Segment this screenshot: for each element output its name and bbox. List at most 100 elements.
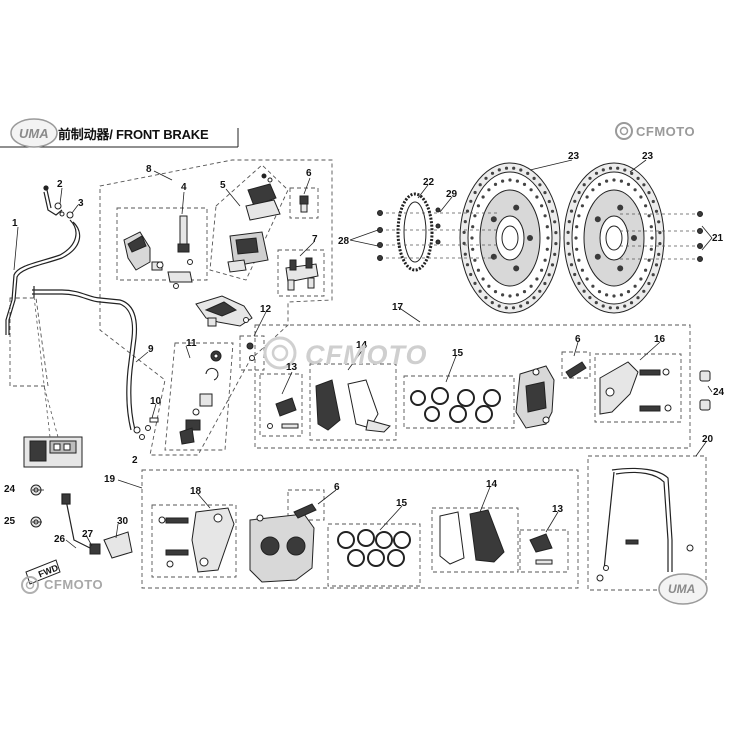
drill-hole	[573, 199, 577, 203]
drill-hole	[490, 171, 495, 175]
callout-16: 16	[654, 334, 666, 345]
drill-hole	[623, 168, 627, 172]
drill-hole	[591, 188, 595, 192]
drill-hole	[462, 230, 466, 234]
callout-14-upper: 14	[356, 340, 368, 351]
drill-hole	[508, 294, 512, 298]
drill-hole	[543, 281, 547, 286]
part-23-disc-right	[563, 162, 665, 314]
banjo-bolt-top	[54, 202, 74, 219]
drill-hole	[647, 281, 651, 286]
callout-20: 20	[702, 434, 714, 445]
drill-hole	[519, 168, 523, 172]
drill-hole	[515, 293, 520, 297]
drill-hole	[497, 168, 501, 172]
drill-hole	[636, 296, 640, 300]
drill-hole	[647, 214, 651, 218]
drill-hole	[470, 236, 474, 240]
drill-hole	[515, 179, 520, 183]
drill-hole	[616, 166, 620, 170]
drill-hole	[553, 220, 557, 224]
drill-hole	[567, 252, 571, 256]
callout-23-right: 23	[642, 151, 654, 162]
disc-rivet	[617, 204, 624, 211]
drill-hole	[545, 247, 549, 251]
brand-watermark-middle: CFMOTO	[305, 340, 428, 370]
drill-hole	[658, 242, 662, 246]
banjo-fittings-10	[133, 417, 159, 440]
drill-hole	[580, 204, 585, 208]
disc-bolts	[377, 207, 703, 262]
drill-hole	[582, 183, 586, 187]
callout-29: 29	[446, 189, 458, 200]
drill-hole	[633, 188, 637, 192]
seal-ring	[375, 531, 393, 549]
callout-6-upper: 6	[575, 334, 581, 345]
drill-hole	[535, 195, 539, 199]
drill-hole	[608, 306, 612, 310]
drill-hole	[569, 263, 574, 267]
drill-hole	[546, 236, 550, 240]
cfmoto-emblem-icon	[615, 122, 633, 140]
disc-bolt-leaders	[380, 212, 700, 260]
drill-hole	[569, 209, 574, 213]
uma-logo-icon: UMA	[10, 118, 58, 148]
disc-rivet	[594, 216, 601, 223]
drill-hole	[529, 188, 533, 192]
part-24-spacers-right	[699, 370, 711, 411]
callout-2: 2	[57, 179, 63, 190]
drill-hole	[481, 195, 485, 199]
seal-ring	[393, 531, 411, 549]
drill-hole	[654, 263, 659, 267]
part-6-bolt-top	[299, 195, 309, 213]
callout-13-lower: 13	[552, 504, 564, 515]
drill-hole	[473, 190, 477, 195]
drill-hole	[597, 290, 602, 294]
drill-hole	[476, 268, 480, 272]
callout-5: 5	[220, 180, 226, 191]
drill-hole	[484, 176, 488, 180]
drill-hole	[535, 277, 539, 281]
part-5-reservoir	[227, 173, 281, 273]
drill-hole	[547, 273, 551, 277]
callout-13-upper: 13	[286, 362, 298, 373]
drill-hole	[654, 209, 659, 213]
drill-hole	[487, 284, 491, 288]
drill-hole	[566, 241, 570, 245]
drill-hole	[543, 214, 547, 218]
drill-hole	[573, 272, 577, 277]
drill-hole	[463, 252, 467, 256]
drill-hole	[511, 306, 516, 310]
drill-hole	[588, 296, 592, 300]
part-26-abs-sensor	[61, 493, 91, 549]
seal-ring	[483, 389, 501, 407]
drill-hole	[626, 182, 631, 186]
drill-hole	[490, 301, 494, 305]
drill-hole	[612, 294, 616, 298]
brand-logo-bottom-left: CFMOTO	[44, 577, 104, 592]
drill-hole	[469, 272, 473, 277]
drill-hole	[554, 231, 558, 235]
drill-hole	[512, 166, 516, 170]
drill-hole	[522, 290, 527, 294]
drill-hole	[550, 263, 555, 267]
drill-hole	[619, 179, 624, 183]
drill-hole	[605, 179, 609, 183]
part-22-sensor-ring	[396, 192, 434, 272]
drill-hole	[651, 273, 655, 277]
callout-12: 12	[260, 304, 272, 315]
drill-hole	[612, 178, 616, 182]
callout-10: 10	[150, 396, 162, 407]
drill-hole	[585, 195, 589, 199]
drill-hole	[594, 171, 599, 175]
disc-rivet	[617, 265, 624, 272]
disc-rivet	[513, 265, 520, 272]
seal-ring	[424, 406, 440, 422]
drill-hole	[657, 220, 661, 224]
callout-26: 26	[54, 534, 66, 545]
drill-hole	[501, 179, 505, 183]
drill-hole	[608, 166, 613, 170]
drill-hole	[538, 183, 542, 187]
drill-hole	[651, 199, 655, 204]
drill-hole	[553, 252, 557, 256]
